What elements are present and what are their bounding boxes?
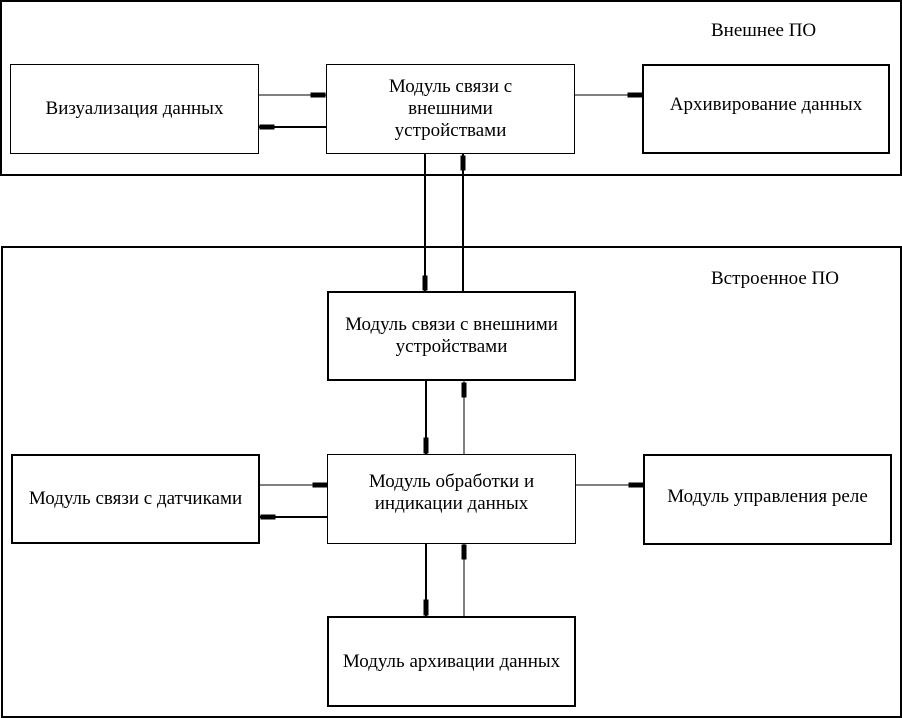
visualization-block: Визуализация данных bbox=[10, 64, 259, 154]
sensors-module-label: Модуль связи с датчиками bbox=[28, 488, 243, 509]
embedded-comm-module-block: Модуль связи с внешними устройствами bbox=[327, 291, 576, 381]
visualization-block-label: Визуализация данных bbox=[45, 98, 224, 119]
processing-module-block: Модуль обработки и индикации данных bbox=[327, 454, 576, 544]
archive-module-block: Модуль архивации данных bbox=[327, 616, 576, 707]
archive-module-label: Модуль архивации данных bbox=[342, 650, 561, 672]
archiving-block-label: Архивирование данных bbox=[669, 94, 863, 115]
relay-module-block: Модуль управления реле bbox=[643, 454, 892, 545]
processing-module-label: Модуль обработки и индикации данных bbox=[368, 471, 535, 514]
archiving-block: Архивирование данных bbox=[642, 64, 890, 154]
external-software-frame bbox=[0, 0, 902, 176]
embedded-comm-module-label: Модуль связи с внешними устройствами bbox=[345, 314, 558, 357]
external-software-title: Внешнее ПО bbox=[711, 20, 817, 41]
relay-module-label: Модуль управления реле bbox=[667, 486, 868, 507]
external-comm-module-block: Модуль связи с внешними устройствами bbox=[326, 64, 575, 154]
embedded-software-frame bbox=[1, 246, 902, 718]
sensors-module-block: Модуль связи с датчиками bbox=[11, 454, 260, 544]
external-comm-module-label: Модуль связи с внешними устройствами bbox=[388, 76, 513, 141]
embedded-software-title: Встроенное ПО bbox=[711, 268, 839, 289]
